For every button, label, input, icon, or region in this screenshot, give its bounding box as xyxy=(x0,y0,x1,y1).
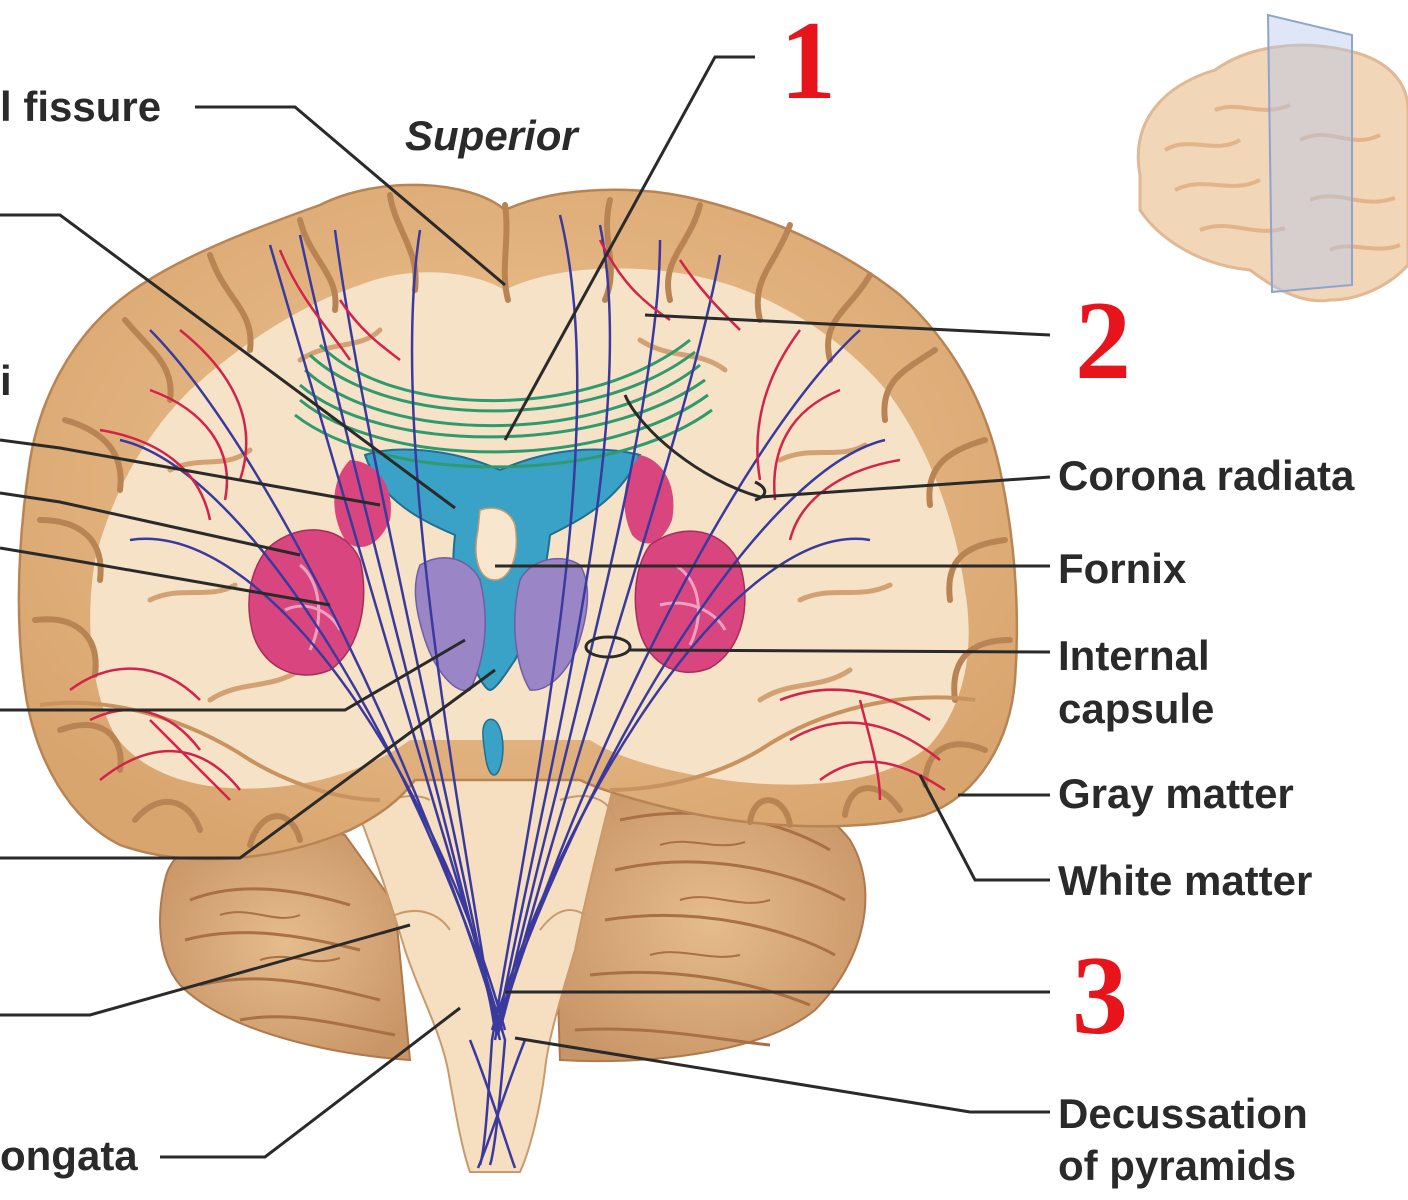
label-superior: Superior xyxy=(405,112,578,159)
label-fragment-i: i xyxy=(0,357,12,404)
leader-left-7 xyxy=(0,668,496,860)
leader-left-6 xyxy=(0,638,466,712)
label-gray-matter: Gray matter xyxy=(1058,770,1294,817)
label-internal-capsule-line1: Internal xyxy=(1058,632,1210,679)
leader-left-8 xyxy=(0,923,411,1017)
projection-fibers xyxy=(119,214,886,1169)
leader-marker-1 xyxy=(503,55,755,441)
leader-left-4 xyxy=(0,491,301,557)
marker-1: 1 xyxy=(780,0,836,123)
leader-longitudinal-fissure xyxy=(195,105,506,287)
leader-internal-capsule xyxy=(629,648,1051,654)
fornix-region xyxy=(475,507,517,581)
leader-medulla-oblongata xyxy=(160,1006,461,1159)
label-fornix: Fornix xyxy=(1058,545,1187,592)
leader-lines xyxy=(0,55,1051,1159)
marker-2: 2 xyxy=(1075,279,1131,403)
label-longitudinal-fissure: l fissure xyxy=(0,83,162,130)
label-medulla-oblongata: ongata xyxy=(0,1132,138,1179)
label-decussation-line2: of pyramids xyxy=(1058,1142,1297,1189)
oval-internal-capsule xyxy=(584,635,632,659)
inset-brain-with-section-plane xyxy=(1136,13,1408,303)
label-internal-capsule-line2: capsule xyxy=(1058,685,1215,732)
label-white-matter: White matter xyxy=(1058,857,1313,904)
leader-white-matter xyxy=(918,774,1050,882)
commissural-fibers xyxy=(294,338,713,469)
leader-left-5 xyxy=(0,546,331,607)
marker-3: 3 xyxy=(1072,934,1128,1058)
leader-left-2 xyxy=(0,213,456,510)
label-decussation-line1: Decussation xyxy=(1058,1090,1308,1137)
label-corona-radiata: Corona radiata xyxy=(1058,452,1355,499)
bracket-corona-radiata xyxy=(754,480,767,502)
leader-marker-2 xyxy=(644,313,1051,337)
leader-left-3 xyxy=(0,438,381,507)
association-fibers xyxy=(69,239,946,801)
leader-decussation xyxy=(514,1036,1050,1114)
leader-corona-radiata xyxy=(623,394,1051,499)
